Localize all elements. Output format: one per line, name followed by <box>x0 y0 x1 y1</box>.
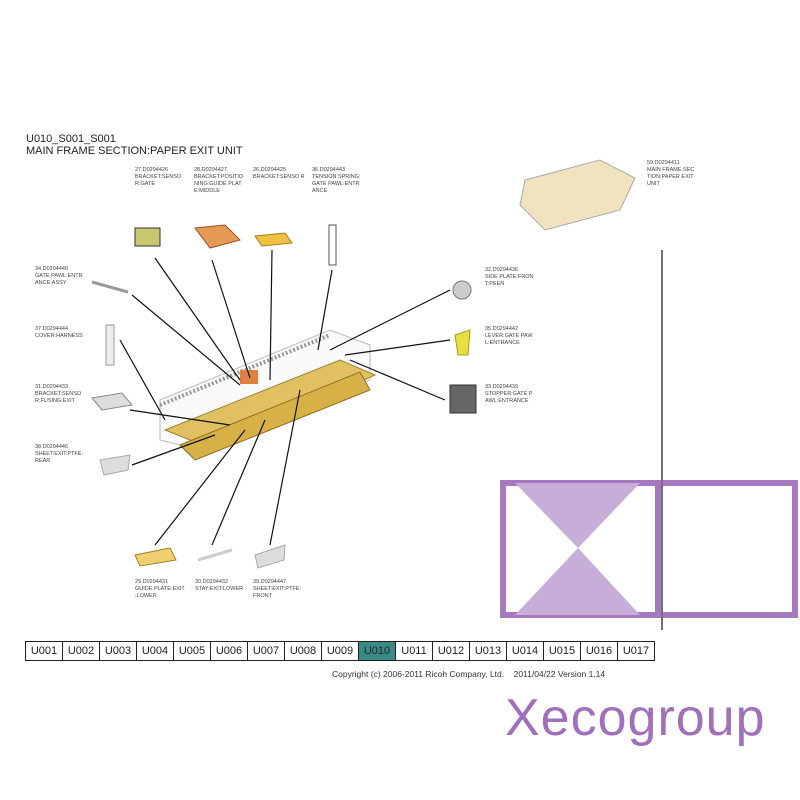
part-36-image <box>328 224 337 266</box>
part-33-image <box>449 384 477 414</box>
tab-u012[interactable]: U012 <box>433 642 470 660</box>
part-38-image <box>99 454 131 476</box>
part-34-image <box>91 280 129 294</box>
page-title: MAIN FRAME SECTION:PAPER EXIT UNIT <box>26 145 243 157</box>
unit-tabs: U001 U002 U003 U004 U005 U006 U007 U008 … <box>25 641 655 661</box>
footer: Copyright (c) 2006-2011 Ricoh Company, L… <box>332 669 605 680</box>
tab-u015[interactable]: U015 <box>544 642 581 660</box>
tab-u007[interactable]: U007 <box>248 642 285 660</box>
part-26-image <box>254 232 293 247</box>
tab-u002[interactable]: U002 <box>63 642 100 660</box>
assembly-drawing <box>159 329 377 461</box>
part-27-image <box>134 227 161 247</box>
tab-u001[interactable]: U001 <box>26 642 63 660</box>
tab-u006[interactable]: U006 <box>211 642 248 660</box>
part-35-image <box>454 329 471 356</box>
part-32-image <box>452 280 472 300</box>
tab-u003[interactable]: U003 <box>100 642 137 660</box>
tab-u005[interactable]: U005 <box>174 642 211 660</box>
version: 2011/04/22 Version 1.14 <box>513 669 606 679</box>
section-code: U010_S001_S001 <box>26 133 116 145</box>
watermark-text: Xecogroup <box>505 689 766 747</box>
tab-u010[interactable]: U010 <box>359 642 396 660</box>
copyright: Copyright (c) 2006-2011 Ricoh Company, L… <box>332 669 505 679</box>
tab-u017[interactable]: U017 <box>618 642 654 660</box>
part-28-image <box>194 224 241 249</box>
tab-u014[interactable]: U014 <box>507 642 544 660</box>
part-59-image <box>519 159 636 231</box>
part-30-image <box>197 548 233 562</box>
part-29-image <box>134 547 177 567</box>
part-37-image <box>105 324 115 366</box>
tab-u004[interactable]: U004 <box>137 642 174 660</box>
xecogroup-logo <box>500 480 798 618</box>
tab-u011[interactable]: U011 <box>396 642 433 660</box>
tab-u009[interactable]: U009 <box>322 642 359 660</box>
tab-u013[interactable]: U013 <box>470 642 507 660</box>
tab-u016[interactable]: U016 <box>581 642 618 660</box>
tab-u008[interactable]: U008 <box>285 642 322 660</box>
part-31-image <box>91 392 133 411</box>
part-39-image <box>254 544 286 569</box>
